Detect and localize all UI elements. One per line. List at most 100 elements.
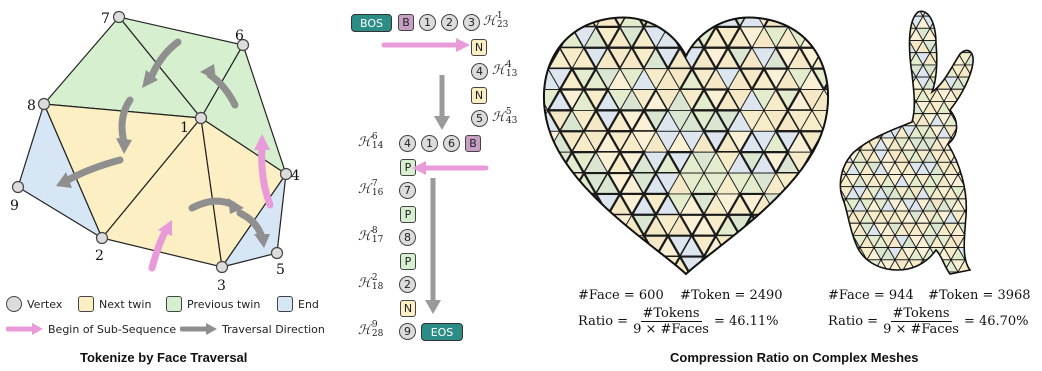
mesh-triangle bbox=[1021, 272, 1035, 280]
mesh-triangle bbox=[714, 254, 742, 275]
mesh-triangle bbox=[1000, 223, 1014, 235]
vertex-legend-icon bbox=[6, 296, 22, 312]
mesh-triangle bbox=[559, 234, 585, 258]
mesh-triangle bbox=[750, 233, 778, 258]
vertex-label-7: 7 bbox=[101, 11, 110, 27]
mesh-triangle bbox=[1007, 53, 1021, 65]
mesh-triangle bbox=[971, 88, 974, 102]
mesh-triangle bbox=[1014, 260, 1028, 272]
mesh-triangle bbox=[832, 248, 839, 260]
mesh-triangle bbox=[943, 11, 959, 18]
mesh-triangle bbox=[570, 234, 598, 259]
vertex-label-1: 1 bbox=[180, 120, 189, 136]
mesh-triangle bbox=[840, 64, 854, 78]
mesh-triangle bbox=[1035, 114, 1042, 126]
mesh-triangle bbox=[979, 138, 993, 150]
mesh-triangle bbox=[993, 272, 1007, 280]
mesh-triangle bbox=[1007, 16, 1021, 28]
legend-previous-twin-label: Previous twin bbox=[187, 297, 261, 311]
legend-traversal-label: Traversal Direction bbox=[222, 322, 325, 336]
mesh-triangle bbox=[943, 15, 959, 29]
mesh-triangle bbox=[894, 271, 910, 274]
mesh-triangle bbox=[979, 4, 993, 16]
mesh-triangle bbox=[880, 51, 896, 66]
mesh-triangle bbox=[1021, 126, 1035, 138]
gray-arrow-icon bbox=[180, 323, 217, 335]
mesh-triangle bbox=[950, 11, 966, 17]
mesh-triangle bbox=[986, 175, 1000, 187]
heart-ratio-value: = 46.11% bbox=[713, 314, 779, 329]
mesh-triangle bbox=[936, 51, 952, 66]
mesh-triangle bbox=[1028, 260, 1042, 272]
mesh-triangle bbox=[979, 223, 993, 235]
mesh-triangle bbox=[543, 26, 549, 49]
bunny-ratio-fraction: #Tokens 9 × #Faces bbox=[881, 306, 961, 337]
mesh-triangle bbox=[655, 17, 681, 28]
mesh-triangle bbox=[1021, 235, 1035, 247]
mesh-triangle bbox=[979, 114, 993, 126]
bunny-ratio-value: = 46.70% bbox=[963, 314, 1029, 329]
mesh-triangle bbox=[840, 39, 847, 54]
mesh-triangle bbox=[852, 15, 868, 30]
mesh-triangle bbox=[764, 277, 788, 278]
mesh-triangle bbox=[1035, 211, 1042, 223]
token-r4-2: 6 bbox=[443, 135, 460, 152]
mesh-triangle bbox=[799, 234, 825, 258]
mesh-triangle bbox=[656, 277, 680, 278]
mesh-triangle bbox=[929, 271, 945, 274]
mesh-triangle bbox=[546, 212, 574, 237]
mesh-triangle bbox=[543, 151, 549, 174]
mesh-triangle bbox=[832, 211, 839, 223]
mesh-triangle bbox=[1014, 65, 1028, 77]
previous-twin-swatch bbox=[166, 296, 182, 312]
bunny-ratio: Ratio = #Tokens 9 × #Faces = 46.70% bbox=[828, 306, 1029, 337]
mesh-triangle bbox=[840, 11, 854, 17]
mesh-triangle bbox=[643, 255, 669, 275]
mesh-triangle bbox=[832, 53, 839, 65]
mesh-triangle bbox=[957, 11, 973, 18]
mesh-triangle bbox=[840, 51, 854, 66]
mesh-triangle bbox=[1014, 126, 1028, 138]
mesh-triangle bbox=[787, 17, 813, 28]
mesh-triangle bbox=[775, 193, 801, 216]
mesh-triangle bbox=[1014, 223, 1028, 235]
mesh-triangle bbox=[1035, 260, 1042, 272]
mesh-triangle bbox=[536, 277, 548, 278]
mesh-triangle bbox=[543, 17, 561, 28]
mesh-triangle bbox=[1021, 65, 1035, 77]
mesh-triangle bbox=[986, 150, 1000, 162]
mesh-triangle bbox=[880, 100, 896, 115]
legend-next-twin-label: Next twin bbox=[99, 297, 152, 311]
mesh-triangle bbox=[1007, 138, 1021, 150]
mesh-triangle bbox=[1000, 187, 1014, 199]
mesh-triangle bbox=[832, 89, 839, 101]
mesh-triangle bbox=[971, 125, 974, 139]
mesh-triangle bbox=[560, 277, 584, 278]
mesh-triangle bbox=[558, 191, 586, 216]
mesh-triangle bbox=[859, 271, 875, 274]
mesh-triangle bbox=[840, 124, 854, 139]
mesh-triangle bbox=[1007, 77, 1021, 89]
mesh-triangle bbox=[993, 126, 1007, 138]
mesh-triangle bbox=[957, 15, 973, 29]
token-r1-2: 3 bbox=[463, 14, 480, 31]
mesh-triangle bbox=[971, 258, 974, 273]
mesh-triangle bbox=[716, 277, 740, 278]
mesh-triangle bbox=[866, 64, 882, 78]
mesh-triangle bbox=[1007, 126, 1021, 138]
mesh-triangle bbox=[840, 271, 847, 274]
mesh-triangle bbox=[1021, 4, 1035, 16]
mesh-triangle bbox=[979, 175, 993, 187]
mesh-triangle bbox=[993, 101, 1007, 113]
mesh-triangle bbox=[1014, 211, 1028, 223]
mesh-triangle bbox=[800, 277, 824, 278]
mesh-triangle bbox=[880, 27, 896, 41]
mesh-triangle bbox=[894, 88, 910, 103]
mesh-triangle bbox=[845, 100, 861, 115]
mesh-triangle bbox=[740, 277, 764, 278]
mesh-triangle bbox=[845, 52, 861, 66]
mesh-triangle bbox=[840, 149, 847, 164]
bunny-tokens: #Token = 3968 bbox=[928, 288, 1031, 303]
mesh-triangle bbox=[832, 162, 839, 174]
mesh-triangle bbox=[832, 4, 839, 16]
